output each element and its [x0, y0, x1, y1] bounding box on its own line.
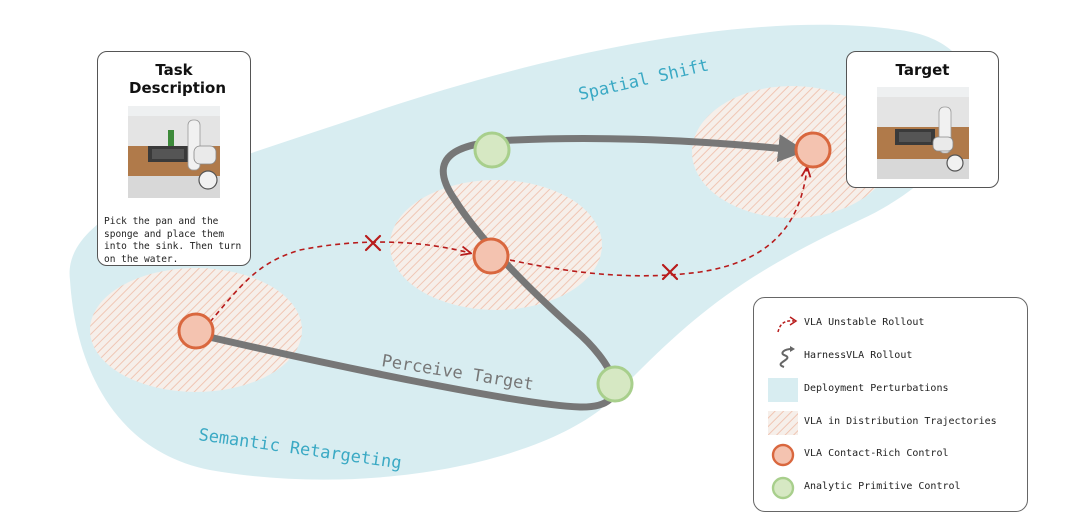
red-dashed-arrow-icon: [777, 316, 798, 333]
target-title: Target: [895, 61, 950, 79]
analytic-primitive-node-top: [473, 131, 511, 169]
legend-item-harness-rollout: HarnessVLA Rollout: [754, 345, 1027, 369]
failure-x-icon: [661, 263, 679, 281]
task-description-card: Task Description Pick the pan and the sp…: [97, 51, 251, 266]
legend-item-analytic-primitive: Analytic Primitive Control: [754, 476, 1027, 500]
legend-label: VLA Unstable Rollout: [804, 317, 925, 328]
task-description-text: Pick the pan and the sponge and place th…: [104, 216, 242, 265]
target-scene-thumbnail: [877, 87, 969, 179]
contact-rich-node-middle: [472, 237, 510, 275]
legend-label: Analytic Primitive Control: [804, 481, 961, 492]
analytic-primitive-node-bottom: [596, 365, 634, 403]
task-scene-thumbnail: [128, 106, 220, 198]
legend: VLA Unstable Rollout HarnessVLA Rollout …: [753, 297, 1028, 512]
legend-label: Deployment Perturbations: [804, 383, 949, 394]
green-circle-icon: [771, 476, 795, 500]
orange-circle-icon: [771, 443, 795, 467]
legend-item-contact-rich: VLA Contact-Rich Control: [754, 443, 1027, 467]
failure-x-icon: [364, 234, 382, 252]
hatched-square-icon: [768, 411, 798, 435]
unstable-rollout-path-1: [209, 241, 470, 323]
legend-item-unstable-rollout: VLA Unstable Rollout: [754, 312, 1027, 336]
contact-rich-node-end: [794, 131, 832, 169]
contact-rich-node-start: [177, 312, 215, 350]
legend-label: VLA Contact-Rich Control: [804, 448, 949, 459]
unstable-rollout-path-2: [509, 168, 807, 277]
legend-label: HarnessVLA Rollout: [804, 350, 913, 361]
task-description-title: Task Description: [129, 61, 227, 97]
blue-square-icon: [768, 378, 798, 402]
legend-item-deployment-perturbations: Deployment Perturbations: [754, 378, 1027, 402]
legend-label: VLA in Distribution Trajectories: [804, 416, 997, 427]
gray-curve-arrow-icon: [779, 346, 795, 368]
harness-rollout-path: [192, 134, 807, 411]
legend-item-in-distribution: VLA in Distribution Trajectories: [754, 411, 1027, 435]
target-card: Target: [846, 51, 999, 188]
